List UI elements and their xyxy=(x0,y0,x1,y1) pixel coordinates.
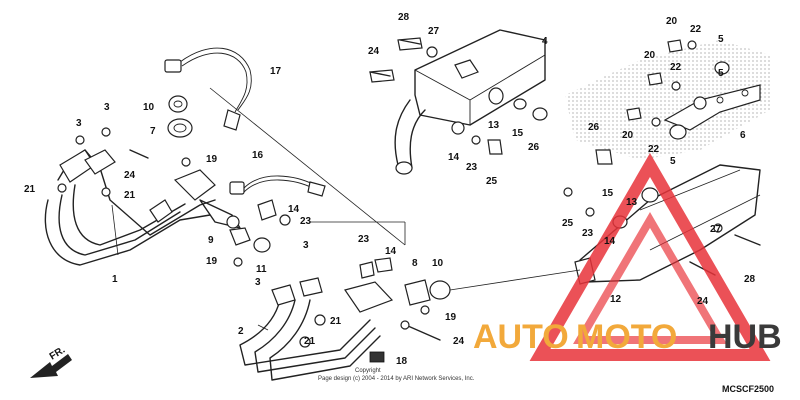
muffler-mounting-parts xyxy=(451,87,548,155)
callout-5: 5 xyxy=(718,34,724,45)
oxygen-sensor-lower xyxy=(229,175,326,197)
callout-12: 12 xyxy=(610,294,622,305)
front-direction-arrow xyxy=(30,354,72,378)
right-side-fasteners xyxy=(563,39,761,276)
callout-18: 18 xyxy=(396,356,408,367)
callout-15: 15 xyxy=(602,188,614,199)
callout-24: 24 xyxy=(124,170,136,181)
callout-5: 5 xyxy=(670,156,676,167)
muffler-lower xyxy=(574,164,761,285)
callout-9: 9 xyxy=(208,235,214,246)
callout-15: 15 xyxy=(512,128,524,139)
oxygen-sensor-upper xyxy=(164,47,252,131)
callout-13: 13 xyxy=(488,120,500,131)
callout-10: 10 xyxy=(432,258,444,269)
callout-3: 3 xyxy=(303,240,309,251)
callout-19: 19 xyxy=(445,312,457,323)
watermark-logo xyxy=(529,153,771,361)
callout-13: 13 xyxy=(626,197,638,208)
callout-16: 16 xyxy=(252,150,264,161)
callout-25: 25 xyxy=(562,218,574,229)
callout-28: 28 xyxy=(744,274,756,285)
copyright-line-2: Page design (c) 2004 - 2014 by ARI Netwo… xyxy=(318,376,475,382)
callout-21: 21 xyxy=(124,190,136,201)
callout-20: 20 xyxy=(622,130,634,141)
callout-21: 21 xyxy=(24,184,36,195)
callout-7: 7 xyxy=(150,126,156,137)
callout-3: 3 xyxy=(76,118,82,129)
callout-8: 8 xyxy=(412,258,418,269)
callout-3: 3 xyxy=(104,102,110,113)
callout-14: 14 xyxy=(448,152,460,163)
callout-20: 20 xyxy=(644,50,656,61)
callout-22: 22 xyxy=(690,24,702,35)
watermark-word-auto: AUTO xyxy=(473,318,569,356)
callout-21: 21 xyxy=(304,336,316,347)
exhaust-pipe-front xyxy=(44,149,241,266)
callout-24: 24 xyxy=(453,336,465,347)
sensor-mounting-parts xyxy=(229,199,291,267)
callout-19: 19 xyxy=(206,154,218,165)
callout-27: 27 xyxy=(710,224,722,235)
copyright-line-1: Copyright xyxy=(355,368,381,374)
callout-26: 26 xyxy=(528,142,540,153)
callout-11: 11 xyxy=(256,264,267,275)
callout-23: 23 xyxy=(582,228,594,239)
callout-6: 6 xyxy=(740,130,746,141)
callout-4: 4 xyxy=(542,36,548,47)
clamp-7 xyxy=(167,118,193,138)
callout-24: 24 xyxy=(368,46,380,57)
watermark-word-hub: HUB xyxy=(708,318,782,356)
callout-27: 27 xyxy=(428,26,440,37)
bracket-6 xyxy=(663,61,761,140)
callout-25: 25 xyxy=(486,176,498,187)
callout-14: 14 xyxy=(604,236,616,247)
callout-14: 14 xyxy=(288,204,300,215)
callout-26: 26 xyxy=(588,122,600,133)
gasket-10-upper xyxy=(168,95,188,113)
callout-19: 19 xyxy=(206,256,218,267)
callout-21: 21 xyxy=(330,316,342,327)
callout-20: 20 xyxy=(666,16,678,27)
callout-14: 14 xyxy=(385,246,397,257)
callout-1: 1 xyxy=(112,274,118,285)
callout-2: 2 xyxy=(238,326,244,337)
exhaust-pipe-rear xyxy=(239,277,394,381)
watermark-word-moto: MOTO xyxy=(576,318,677,356)
center-joint-parts xyxy=(359,257,451,363)
leader-lines xyxy=(111,87,581,331)
callout-3: 3 xyxy=(255,277,261,288)
callout-10: 10 xyxy=(143,102,155,113)
callout-22: 22 xyxy=(670,62,682,73)
callout-24: 24 xyxy=(697,296,709,307)
callout-23: 23 xyxy=(300,216,312,227)
diagram-code: MCSCF2500 xyxy=(722,384,774,394)
callout-23: 23 xyxy=(466,162,478,173)
callout-22: 22 xyxy=(648,144,660,155)
callout-23: 23 xyxy=(358,234,370,245)
pipe-fasteners xyxy=(57,39,421,197)
callout-5: 5 xyxy=(718,68,724,79)
callout-28: 28 xyxy=(398,12,410,23)
callout-17: 17 xyxy=(270,66,282,77)
watermark-triangle xyxy=(529,153,771,361)
